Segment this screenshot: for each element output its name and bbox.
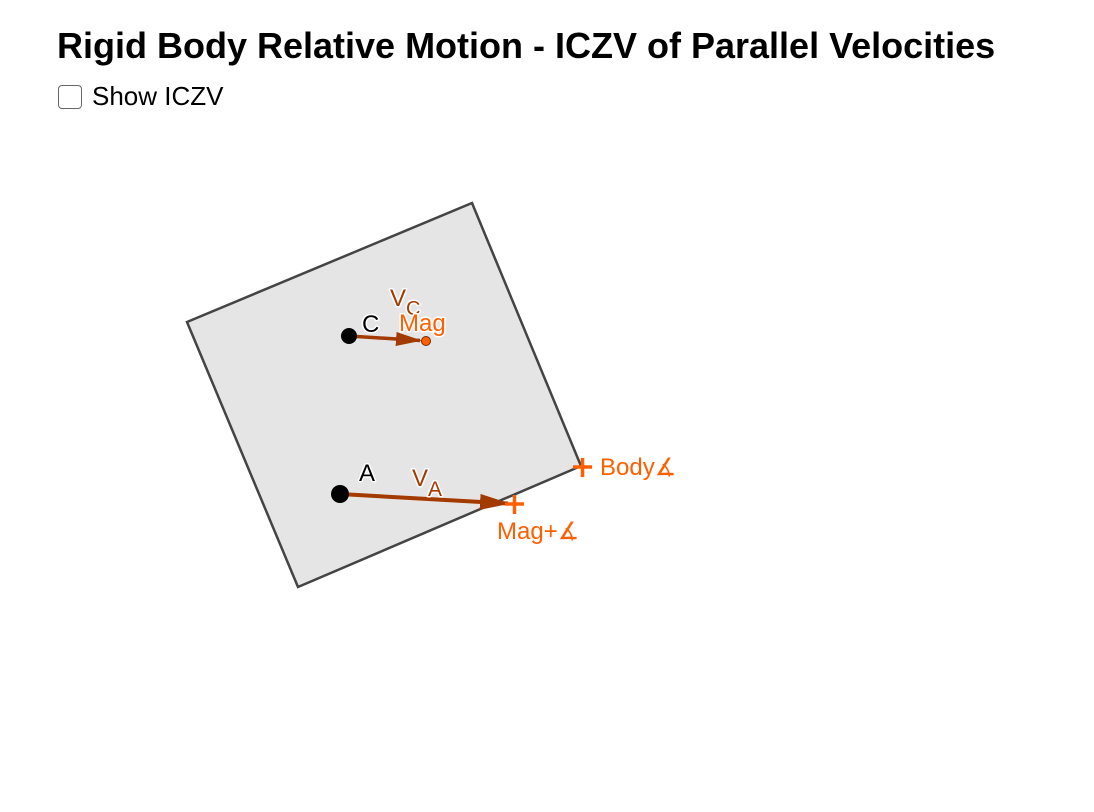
show-iczv-toggle[interactable]: Show ICZV [58, 81, 224, 112]
body-angle-handle[interactable] [573, 458, 592, 477]
point-c-label: C [362, 311, 379, 338]
page-title: Rigid Body Relative Motion - ICZV of Par… [57, 25, 996, 66]
velocity-c-label: VC [390, 285, 420, 320]
mag-angle-handle-label: Mag+∡ [497, 518, 579, 545]
mag-handle-label: Mag [399, 310, 446, 337]
velocity-vector-c [348, 331, 422, 346]
show-iczv-label: Show ICZV [92, 81, 224, 111]
show-iczv-checkbox[interactable] [58, 84, 82, 109]
velocity-c-label-sub: C [406, 298, 420, 320]
velocity-a-label: VA [412, 465, 442, 501]
velocity-a-label-sub: A [428, 478, 442, 501]
mag-angle-handle[interactable] [505, 495, 524, 514]
point-a-label: A [359, 460, 375, 487]
point-c[interactable] [341, 328, 357, 344]
velocity-vector-a [339, 492, 510, 510]
point-a[interactable] [331, 485, 349, 503]
velocity-a-label-main: V [412, 465, 428, 492]
mag-handle-c[interactable] [421, 336, 431, 346]
body-angle-handle-label: Body∡ [600, 454, 676, 481]
velocity-c-label-main: V [390, 285, 406, 312]
